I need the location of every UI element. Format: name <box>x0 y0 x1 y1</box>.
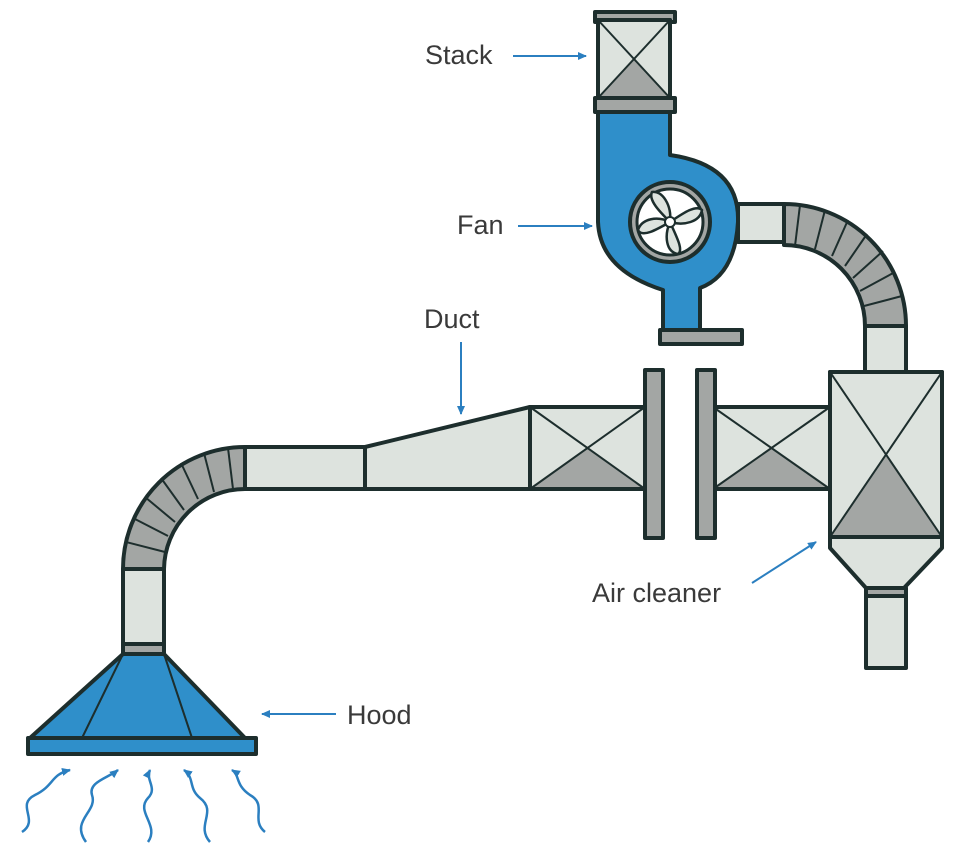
wavy-arrow-icon <box>183 768 211 843</box>
stack <box>593 10 677 114</box>
hood <box>26 652 258 756</box>
duct-label: Duct <box>424 304 480 334</box>
wavy-arrow-icon <box>142 769 154 843</box>
air-cleaner-label: Air cleaner <box>592 578 721 608</box>
wavy-arrow-icon <box>79 768 119 843</box>
stack-label: Stack <box>425 40 493 70</box>
upper-elbow <box>782 202 908 374</box>
flange-right <box>695 368 717 540</box>
air-cleaner <box>828 370 944 670</box>
wavy-arrow-icon <box>21 768 71 834</box>
air-cleaner-pointer-arrow <box>751 541 817 584</box>
duct <box>243 405 647 491</box>
wavy-arrow-icon <box>231 768 266 833</box>
air-cleaner-inlet-duct <box>711 405 832 491</box>
fan-label: Fan <box>457 210 504 240</box>
fan-blades-icon <box>628 180 712 264</box>
hood-label: Hood <box>347 700 412 730</box>
lower-elbow <box>121 445 247 656</box>
fan-inlet-duct <box>736 202 786 244</box>
flange-left <box>643 368 665 540</box>
